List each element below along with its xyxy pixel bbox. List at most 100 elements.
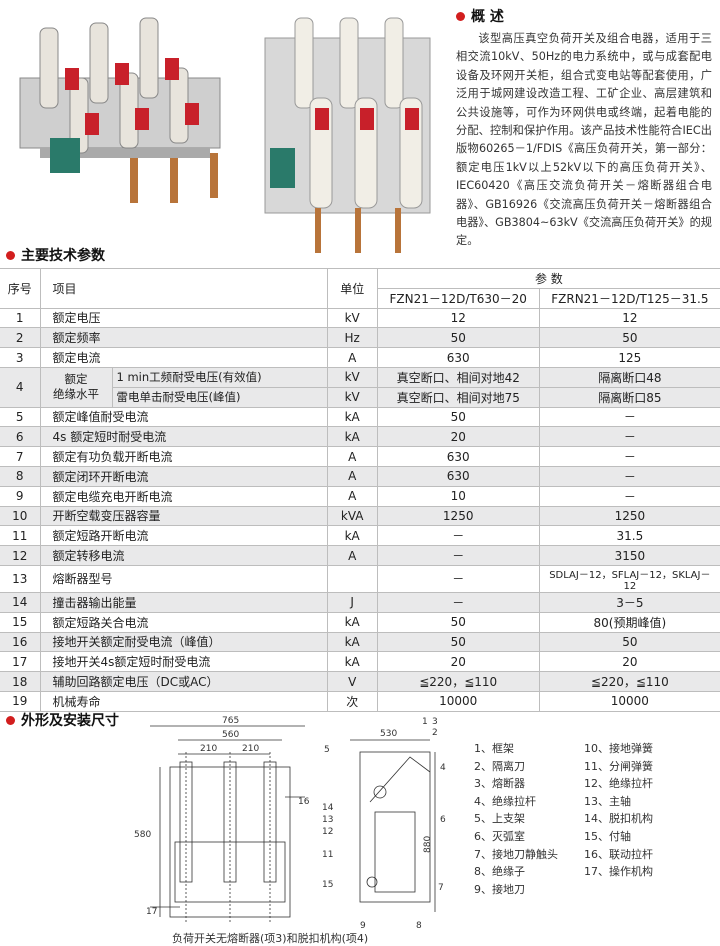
legend-item: 5、上支架: [474, 812, 525, 826]
header-model1: FZN21－12D/T630－20: [377, 288, 540, 309]
row-no: 14: [0, 592, 41, 613]
callout-4: 4: [440, 763, 446, 773]
legend-item: 4、绝缘拉杆: [474, 794, 536, 808]
legend-item: 15、付轴: [584, 829, 631, 843]
row-unit: A: [327, 466, 378, 487]
callout-17: 17: [146, 907, 157, 917]
row-value-model2: 20: [539, 651, 720, 673]
callout-1: 1: [422, 717, 428, 727]
dim-530: 530: [380, 729, 397, 739]
legend-item: 7、接地刀静触头: [474, 847, 558, 861]
row-value-model1: 20: [377, 651, 540, 673]
header-params: 参 数: [377, 268, 720, 289]
row-value-model1: －: [377, 545, 540, 566]
row-unit: A: [327, 446, 378, 467]
row-item: 机械寿命: [40, 691, 328, 712]
row-unit: kV: [327, 387, 378, 408]
row-value-model2: 3150: [539, 545, 720, 566]
row-value-model1: －: [377, 592, 540, 613]
legend-item: 8、绝缘子: [474, 865, 525, 879]
row-group-insulation: 额定 绝缘水平: [40, 367, 113, 408]
row-value-model2: 125: [539, 347, 720, 368]
row-item: 额定电缆充电开断电流: [40, 486, 328, 507]
row-unit: kA: [327, 407, 378, 428]
row-unit: kA: [327, 632, 378, 653]
row-item: 接地开关4s额定短时耐受电流: [40, 651, 328, 673]
row-unit: [327, 565, 378, 593]
product-photo-right: [255, 8, 450, 256]
row-value-model2: 31.5: [539, 525, 720, 547]
callout-2: 2: [432, 728, 438, 738]
front-view-drawing: 765 560 210 210 580 16 17: [134, 716, 310, 922]
legend-item: 13、主轴: [584, 794, 631, 808]
row-no: 12: [0, 545, 41, 566]
callout-16: 16: [298, 797, 310, 807]
row-no: 16: [0, 632, 41, 653]
legend-item: 10、接地弹簧: [584, 742, 653, 755]
row-no: 5: [0, 407, 41, 428]
row-value-model1: 50: [377, 612, 540, 633]
row-no: 7: [0, 446, 41, 467]
row-item: 开断空载变压器容量: [40, 506, 328, 527]
row-item: 额定峰值耐受电流: [40, 407, 328, 428]
dim-580: 580: [134, 830, 151, 840]
dim-210-b: 210: [242, 744, 259, 754]
row-item: 额定电流: [40, 347, 328, 368]
legend-item: 14、脱扣机构: [584, 812, 653, 826]
legend-item: 11、分闸弹簧: [584, 759, 653, 773]
callout-8: 8: [416, 921, 422, 931]
row-no: 2: [0, 327, 41, 349]
product-photo-left: [10, 8, 250, 208]
row-value-model2: 3－5: [539, 592, 720, 613]
header-unit: 单位: [327, 268, 378, 309]
row-value-model2: 隔离断口48: [539, 367, 720, 388]
spec-section-title: 主要技术参数: [6, 245, 105, 265]
row-no: 3: [0, 347, 41, 368]
row-item: 接地开关额定耐受电流（峰值）: [40, 632, 328, 653]
row-value-model2: 50: [539, 327, 720, 349]
row-value-model2: 隔离断口85: [539, 387, 720, 408]
row-no: 15: [0, 612, 41, 633]
row-no: 4: [0, 367, 41, 408]
row-item: 额定短路开断电流: [40, 525, 328, 547]
row-item: 额定转移电流: [40, 545, 328, 566]
row-no: 11: [0, 525, 41, 547]
row-value-model1: 50: [377, 407, 540, 428]
row-unit: kA: [327, 651, 378, 673]
row-unit: kA: [327, 426, 378, 448]
header-item: 项目: [40, 268, 328, 309]
row-item: 额定频率: [40, 327, 328, 349]
row-no: 9: [0, 486, 41, 507]
row-no: 18: [0, 671, 41, 692]
legend-item: 9、接地刀: [474, 882, 525, 896]
bullet-dot-icon: [6, 250, 15, 260]
bullet-dot-icon: [6, 715, 15, 725]
dimension-section-title: 外形及安装尺寸: [6, 710, 119, 730]
row-value-model2: －: [539, 466, 720, 487]
row-no: 19: [0, 691, 41, 712]
legend-item: 17、操作机构: [584, 865, 653, 879]
row-value-model2: ≦220，≦110: [539, 671, 720, 692]
row-value-model1: －: [377, 565, 540, 593]
row-value-model2: －: [539, 426, 720, 448]
row-unit: kA: [327, 612, 378, 633]
legend-item: 12、绝缘拉杆: [584, 777, 653, 791]
row-value-model1: ≦220，≦110: [377, 671, 540, 692]
row-sub-item: 1 min工频耐受电压(有效值): [112, 367, 328, 388]
row-no: 6: [0, 426, 41, 448]
row-no: 13: [0, 565, 41, 593]
row-value-model2: －: [539, 407, 720, 428]
row-value-model1: 50: [377, 327, 540, 349]
